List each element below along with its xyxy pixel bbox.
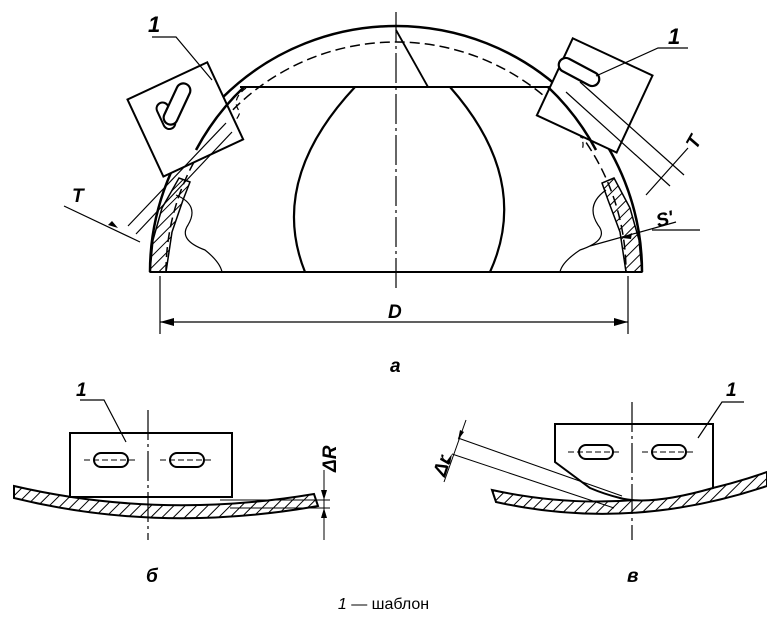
- meridian-right: [449, 86, 506, 273]
- shell-section-b: [13, 484, 320, 520]
- dim-T-right-line2: [579, 81, 685, 176]
- dim-T-left-leader: [63, 205, 141, 243]
- dim-T-right-line1: [565, 91, 671, 187]
- wall-section-left: [149, 177, 191, 273]
- leader-1-right: [595, 47, 688, 77]
- part-label-1-b: 1: [76, 380, 87, 401]
- dim-S-leader: [589, 221, 677, 247]
- pole-line: [395, 29, 429, 88]
- break-line-right: [559, 189, 607, 273]
- leader-1-left: [152, 36, 213, 81]
- dim-dr-line2: [451, 453, 615, 509]
- dim-T-left-label: T: [72, 186, 85, 207]
- caption-text: — шаблон: [346, 596, 430, 613]
- caption-number: 1: [337, 596, 347, 613]
- dim-dR-label: ΔR: [320, 445, 341, 473]
- figure-caption: 1 — шаблон: [0, 596, 767, 614]
- dim-dr-leader: [443, 419, 467, 483]
- view-v-label: в: [627, 566, 638, 587]
- dim-T-left-line2: [135, 131, 233, 235]
- view-a-label: а: [390, 356, 401, 377]
- template-left: [126, 60, 245, 178]
- leader-1-v: [697, 401, 744, 439]
- leader-1-b: [80, 399, 127, 443]
- dim-dr-line1: [457, 437, 623, 497]
- part-label-1-left: 1: [148, 12, 160, 37]
- template-left-slot: [162, 82, 192, 126]
- part-label-1-right: 1: [668, 24, 680, 49]
- template-right-slot: [557, 56, 601, 88]
- view-b-label: б: [146, 566, 159, 587]
- break-line-left: [175, 194, 223, 273]
- template-v: [554, 423, 714, 502]
- view-b: 1 ΔR б: [13, 380, 341, 587]
- dim-T-left-line1: [127, 122, 227, 227]
- meridian-left: [292, 86, 356, 273]
- part-label-1-v: 1: [726, 380, 737, 401]
- dim-S-label: S': [654, 207, 677, 232]
- shell-section-v: [490, 470, 767, 515]
- view-v: 1 Δr в: [429, 380, 767, 587]
- dim-T-right-leader: [645, 147, 689, 196]
- inner-dashed-arc: [165, 41, 627, 273]
- dim-D-label: D: [388, 302, 402, 323]
- wall-section-right: [601, 177, 643, 273]
- template-b: [69, 432, 233, 498]
- dim-dr-label: Δr: [429, 452, 456, 480]
- view-a-hemisphere: 1 1 T T S' D а: [63, 12, 707, 377]
